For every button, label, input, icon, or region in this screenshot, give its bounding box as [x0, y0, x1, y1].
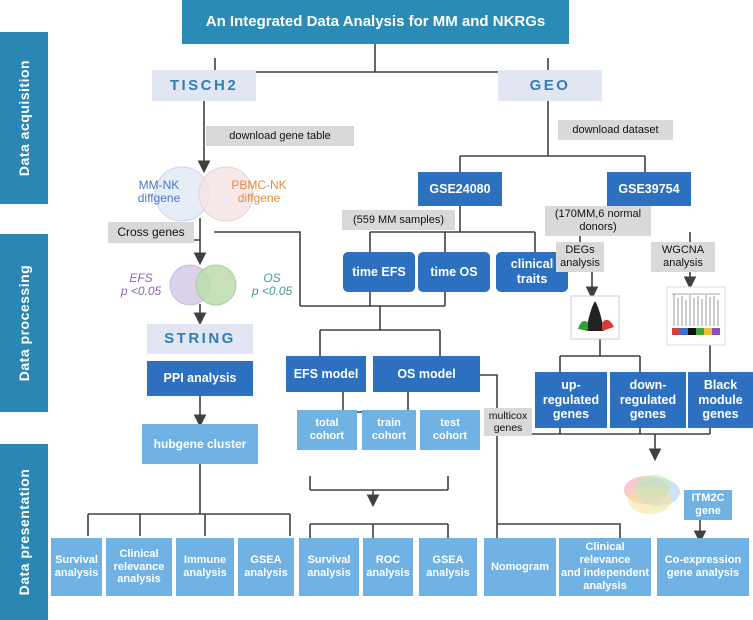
geo-box: GEO	[498, 70, 602, 101]
down-regulated-genes-box: down- regulated genes	[610, 372, 686, 428]
efs-model-box: EFS model	[286, 356, 366, 392]
output-clinical-relevance-1: Clinical relevance analysis	[106, 538, 172, 596]
output-survival-analysis-2: Survival analysis	[299, 538, 359, 596]
time-efs-box: time EFS	[343, 252, 415, 292]
volcano-plot	[570, 295, 620, 340]
gse24080-box: GSE24080	[418, 172, 502, 206]
degs-analysis-label: DEGs analysis	[556, 242, 604, 272]
venn-top-left-label: MM-NK diffgene	[137, 178, 181, 206]
venn-diagram-top	[154, 166, 254, 222]
gse39754-samples-label: (170MM,6 normal donors)	[545, 206, 651, 236]
output-survival-analysis-1: Survival analysis	[51, 538, 102, 596]
wgcna-analysis-label: WGCNA analysis	[651, 242, 715, 272]
section-presentation: Data presentation	[0, 444, 48, 620]
section-processing-label: Data processing	[16, 264, 32, 382]
venn-mid-left-label: EFS p <0.05	[120, 271, 162, 299]
section-acquisition: Data acquisition	[0, 32, 48, 204]
string-box: STRING	[147, 324, 253, 354]
test-cohort-box: test cohort	[420, 410, 480, 450]
output-clinical-independent: Clinical relevance and independent analy…	[559, 538, 651, 596]
output-immune-analysis: Immune analysis	[176, 538, 234, 596]
venn-diagram-mid	[169, 264, 237, 306]
wgcna-dendrogram	[666, 286, 726, 346]
venn-top-right-label: PBMC-NK diffgene	[231, 178, 287, 206]
venn-mid-right-circle	[195, 264, 237, 306]
venn-mid-right-label: OS p <0.05	[251, 271, 293, 299]
main-title: An Integrated Data Analysis for MM and N…	[182, 0, 569, 44]
section-processing: Data processing	[0, 234, 48, 412]
cross-genes-label: Cross genes	[108, 222, 194, 243]
mm-samples-label: (559 MM samples)	[342, 210, 455, 230]
ppi-analysis-box: PPI analysis	[147, 361, 253, 396]
hubgene-cluster-box: hubgene cluster	[142, 424, 258, 464]
time-os-box: time OS	[418, 252, 490, 292]
itm2c-gene-box: ITM2C gene	[684, 490, 732, 520]
gse39754-box: GSE39754	[607, 172, 691, 206]
multicox-genes-label: multicox genes	[484, 408, 532, 436]
section-presentation-label: Data presentation	[16, 468, 32, 596]
black-module-genes-box: Black module genes	[688, 372, 753, 428]
os-model-box: OS model	[373, 356, 480, 392]
venn-diagram-five-set	[624, 475, 680, 514]
output-roc-analysis: ROC analysis	[363, 538, 413, 596]
up-regulated-genes-box: up- regulated genes	[535, 372, 607, 428]
tisch2-box: TISCH2	[152, 70, 256, 101]
venn-top-right-circle	[198, 166, 254, 222]
output-coexpression: Co-expression gene analysis	[657, 538, 749, 596]
output-gsea-analysis-2: GSEA analysis	[419, 538, 477, 596]
download-dataset-label: download dataset	[558, 120, 673, 140]
output-gsea-analysis-1: GSEA analysis	[238, 538, 294, 596]
total-cohort-box: total cohort	[297, 410, 357, 450]
download-gene-table-label: download gene table	[206, 126, 354, 146]
section-acquisition-label: Data acquisition	[16, 59, 32, 177]
output-nomogram: Nomogram	[484, 538, 556, 596]
train-cohort-box: train cohort	[362, 410, 416, 450]
